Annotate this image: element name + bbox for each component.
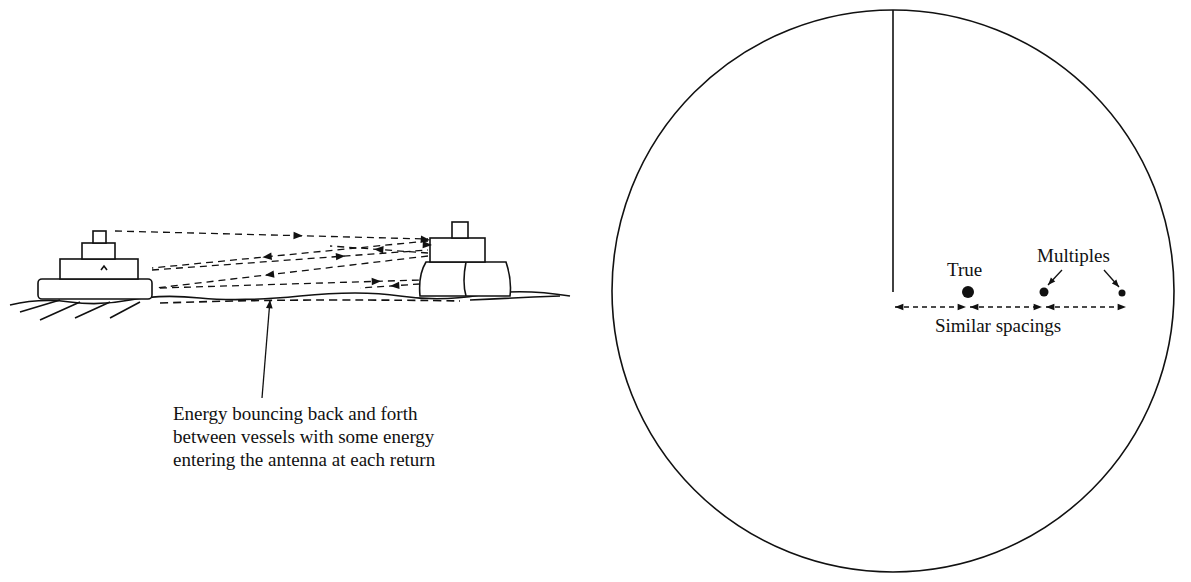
arrowhead [958, 304, 966, 311]
energy-ray [152, 250, 428, 270]
mast [452, 222, 468, 238]
arrowhead [423, 241, 432, 248]
hull [38, 279, 152, 299]
screen [612, 10, 1174, 572]
energy-ray [330, 246, 428, 253]
leader-line [1048, 270, 1062, 285]
leader-line [262, 300, 273, 398]
arrowhead [374, 246, 384, 253]
leader-arrowhead [1048, 278, 1055, 285]
multiple-echo [1119, 290, 1126, 297]
deckhouse [60, 259, 138, 279]
arrowhead [895, 304, 903, 311]
arrowhead [420, 236, 430, 243]
right-vessel [420, 222, 511, 296]
arrowhead [262, 253, 272, 260]
arrowhead [336, 253, 346, 260]
wake [20, 300, 140, 320]
screen-label: Similar spacings [934, 314, 1062, 337]
arrowhead [1118, 304, 1126, 311]
arrowhead [1046, 304, 1054, 311]
arrowhead [390, 282, 400, 289]
screen-label: Multiples [1036, 244, 1111, 267]
heading-line [892, 10, 894, 292]
arrowhead [293, 232, 302, 239]
spacing-arrows [895, 304, 1126, 311]
antenna [101, 266, 107, 270]
energy-rays [115, 231, 432, 289]
screen-label: True [946, 258, 983, 281]
energy-ray [152, 241, 428, 268]
left-vessel [38, 231, 152, 299]
multiple-echo [1040, 288, 1049, 297]
leader-arrowhead [1112, 279, 1119, 287]
energy-ray [156, 256, 428, 288]
leader-line [262, 300, 270, 398]
deckhouse [430, 238, 485, 262]
arrowhead [970, 304, 978, 311]
spacing-line [895, 306, 966, 307]
leader-line [1104, 270, 1119, 287]
echoes [962, 286, 1126, 298]
arrowhead [265, 270, 275, 277]
bow [464, 262, 466, 296]
bridge [82, 243, 115, 259]
energy-ray [115, 231, 428, 239]
true-echo [962, 286, 974, 298]
mast [93, 231, 106, 243]
spacing-line [1046, 306, 1126, 307]
multiples-leaders [1048, 270, 1119, 287]
spacing-line [970, 306, 1042, 307]
radar-screen [612, 10, 1174, 572]
arrowhead [1034, 304, 1042, 311]
hull [420, 262, 511, 296]
caption-note: Energy bouncing back and forth between v… [172, 402, 486, 471]
arrowhead [372, 278, 381, 285]
leader-arrowhead [266, 300, 273, 309]
wave-line [160, 300, 460, 303]
